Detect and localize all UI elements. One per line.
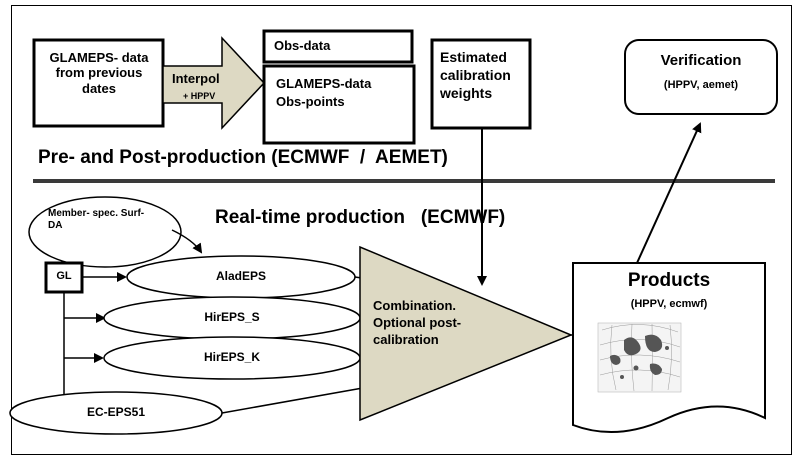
obs-data-label: Obs-data	[274, 38, 331, 53]
combination-triangle	[359, 245, 573, 422]
calib-weights-label: Estimated calibration weights	[440, 49, 511, 102]
verification-sub: (HPPV, aemet)	[663, 79, 739, 91]
products-sub: (HPPV, ecmwf)	[630, 298, 708, 310]
hireps-k-label: HirEPS_K	[203, 350, 261, 364]
pre-post-heading: Pre- and Post-production (ECMWF / AEMET)	[38, 147, 448, 168]
aladeps-label: AladEPS	[215, 269, 266, 283]
glameps-data-label: GLAMEPS-data	[276, 76, 372, 91]
verification-box	[624, 39, 778, 115]
interpol-arrow	[162, 36, 266, 130]
ec-eps51-label: EC-EPS51	[86, 405, 146, 419]
surf-da-ellipse	[28, 196, 182, 268]
hireps-s-label: HirEPS_S	[204, 310, 260, 324]
glameps-prev-box	[32, 38, 165, 128]
products-to-verification-arrow	[636, 122, 702, 264]
products-map-image	[597, 322, 682, 393]
realtime-heading: Real-time production (ECMWF)	[215, 207, 506, 228]
ec-eps51-to-combination-arrow	[221, 382, 376, 414]
obs-points-label: Obs-points	[276, 94, 345, 109]
products-title: Products	[627, 270, 711, 291]
diagram-frame	[11, 5, 792, 455]
glameps-prev-label: GLAMEPS- data from previous dates	[49, 50, 149, 96]
calib-weights-box	[430, 38, 532, 130]
combination-label: Combination. Optional post- calibration	[373, 298, 462, 347]
interpol-label: Interpol	[172, 71, 220, 86]
surf-da-label: Member- spec. Surf-DA	[48, 208, 145, 231]
gl-label: GL	[56, 270, 72, 282]
verification-title: Verification	[660, 52, 742, 69]
hppv-small-label: + HPPV	[183, 91, 216, 101]
surf-da-arrow	[171, 229, 203, 254]
glameps-obs-box	[262, 64, 416, 145]
obs-data-box	[262, 29, 414, 64]
